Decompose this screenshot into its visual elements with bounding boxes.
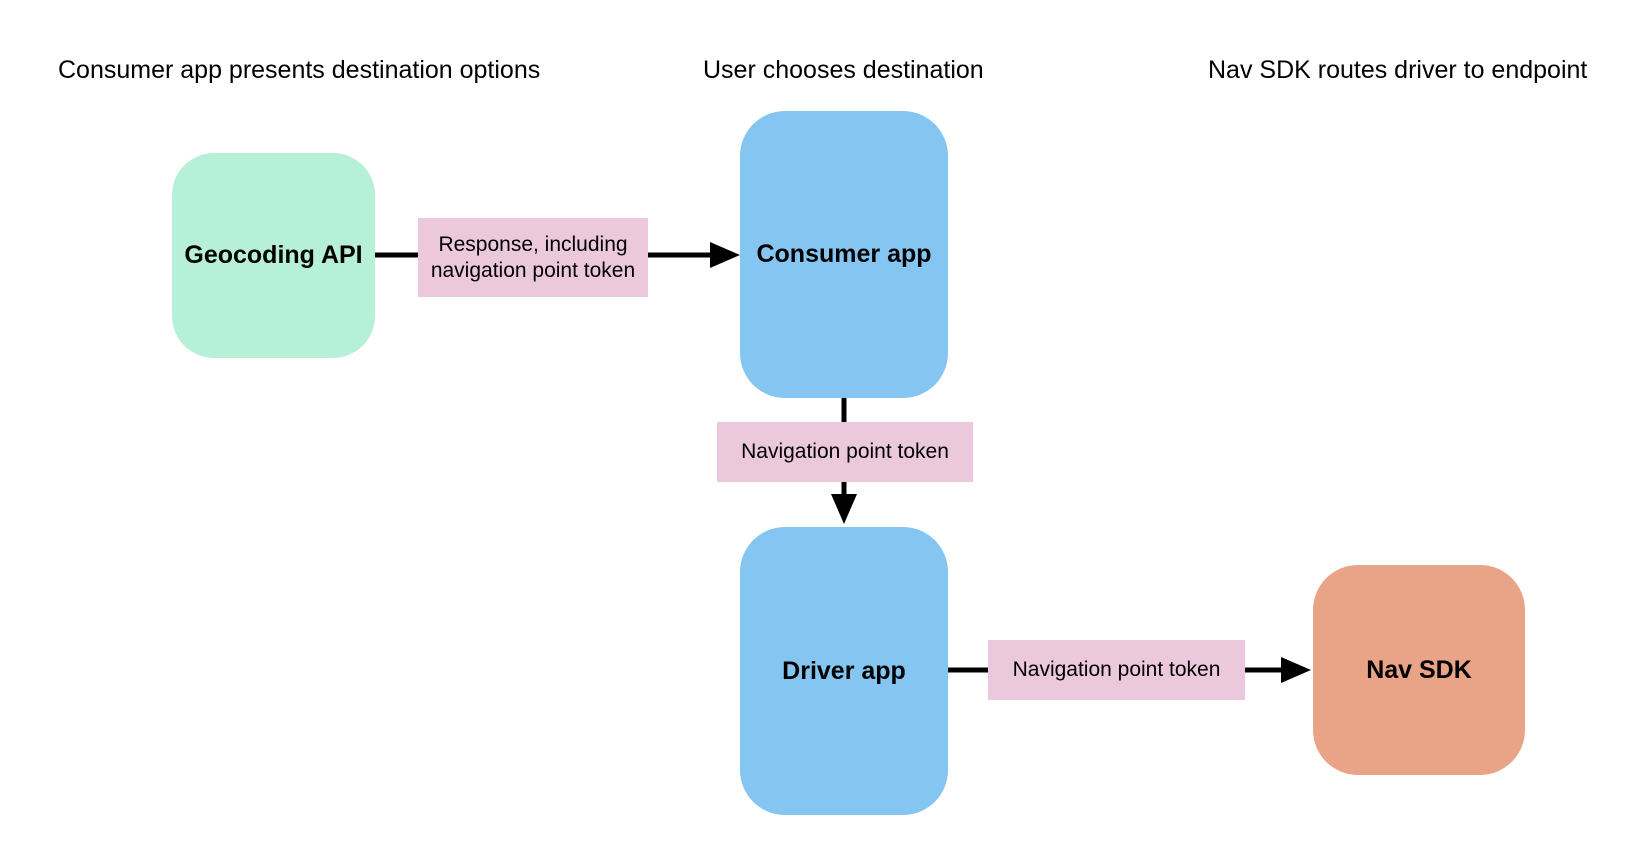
node-nav-sdk-label: Nav SDK [1366,655,1472,684]
node-consumer-app-label: Consumer app [756,240,932,268]
node-geocoding-api-label: Geocoding API [184,241,363,269]
edge-label-response-text: Response, including navigation point tok… [430,232,636,282]
stage-caption-user-chooses: User chooses destination [703,56,984,84]
stage-caption-navsdk-routes: Nav SDK routes driver to endpoint [1208,56,1588,84]
edge-label-token-driver-to-navsdk: Navigation point token [988,640,1245,700]
node-geocoding-api: Geocoding API [172,153,375,358]
edge-label-response-including-token: Response, including navigation point tok… [418,218,648,297]
node-driver-app-label: Driver app [782,656,906,685]
edge-label-token-2-text: Navigation point token [1012,658,1221,681]
node-nav-sdk: Nav SDK [1313,565,1525,775]
edge-label-token-consumer-to-driver: Navigation point token [717,422,973,482]
node-driver-app: Driver app [740,527,948,815]
edge-label-token-1-text: Navigation point token [741,440,949,463]
node-consumer-app: Consumer app [740,111,948,398]
stage-caption-consumer-presents: Consumer app presents destination option… [58,56,541,84]
